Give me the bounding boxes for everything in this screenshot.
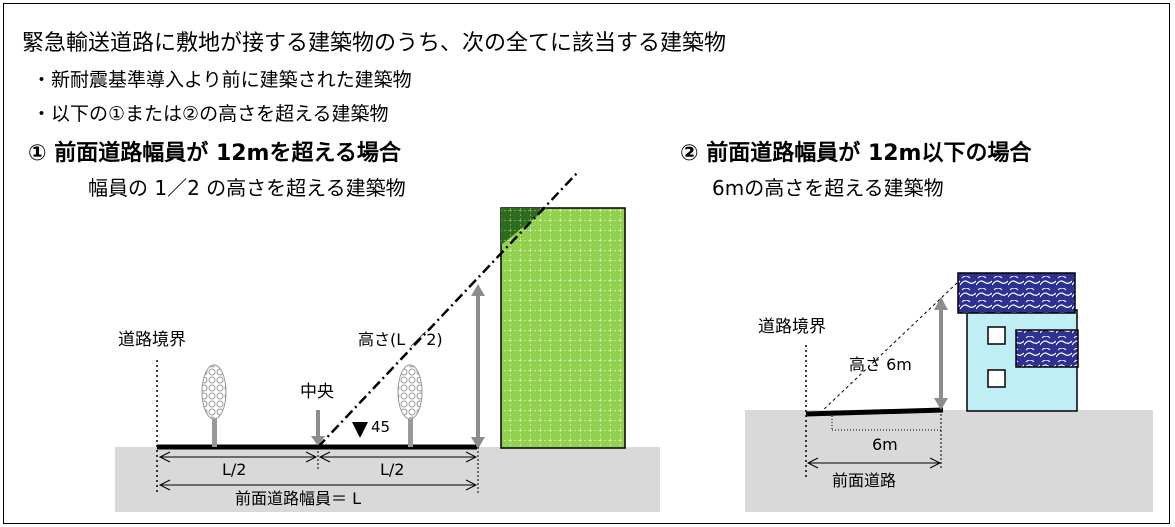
case1-height-label: 高さ(L ／2) bbox=[358, 330, 443, 349]
tree-right bbox=[397, 364, 423, 447]
bullet-1: ・新耐震基準導入より前に建築された建築物 bbox=[32, 69, 412, 91]
case1-half-left-label: L/2 bbox=[222, 460, 246, 479]
case1-subtitle: 幅員の 1／2 の高さを超える建築物 bbox=[88, 176, 406, 200]
case1-center-label: 中央 bbox=[300, 382, 334, 402]
house-balcony bbox=[1015, 329, 1079, 368]
case2-road-label: 前面道路 bbox=[832, 471, 896, 490]
dim-half-left bbox=[158, 451, 318, 463]
house-window-bottom bbox=[987, 369, 1006, 388]
case2-subtitle: 6mの高さを超える建築物 bbox=[712, 176, 944, 200]
case1-half-right-label: L/2 bbox=[380, 460, 404, 479]
slope-line bbox=[317, 171, 579, 448]
case1-title: ① 前面道路幅員が 12mを超える場合 bbox=[28, 140, 402, 166]
main-title: 緊急輸送道路に敷地が接する建築物のうち、次の全てに該当する建築物 bbox=[22, 31, 726, 56]
case1-road-width-label: 前面道路幅員＝ L bbox=[235, 489, 361, 508]
case1-angle-label: 45 bbox=[371, 418, 390, 436]
tall-building-exceed-part bbox=[501, 208, 547, 245]
case2-distance-label: 6m bbox=[872, 435, 898, 454]
case1-road-boundary-label: 道路境界 bbox=[118, 330, 186, 350]
case2-dim-road bbox=[806, 457, 942, 469]
angle-marker bbox=[352, 422, 368, 438]
house-window-top bbox=[987, 326, 1006, 345]
dim-half-right bbox=[318, 451, 478, 463]
case2-road-boundary-label: 道路境界 bbox=[758, 317, 826, 337]
house bbox=[957, 272, 1079, 412]
case1-ground bbox=[115, 447, 660, 512]
bullet-2: ・以下の①または②の高さを超える建築物 bbox=[32, 103, 389, 125]
dim-road-width bbox=[158, 479, 478, 491]
case2-height-label: 高さ 6m bbox=[849, 355, 912, 374]
case2-title: ② 前面道路幅員が 12m以下の場合 bbox=[680, 140, 1032, 166]
house-roof bbox=[957, 272, 1076, 314]
case2-road bbox=[805, 407, 944, 417]
tree-left bbox=[201, 364, 227, 447]
tall-building bbox=[500, 207, 626, 449]
